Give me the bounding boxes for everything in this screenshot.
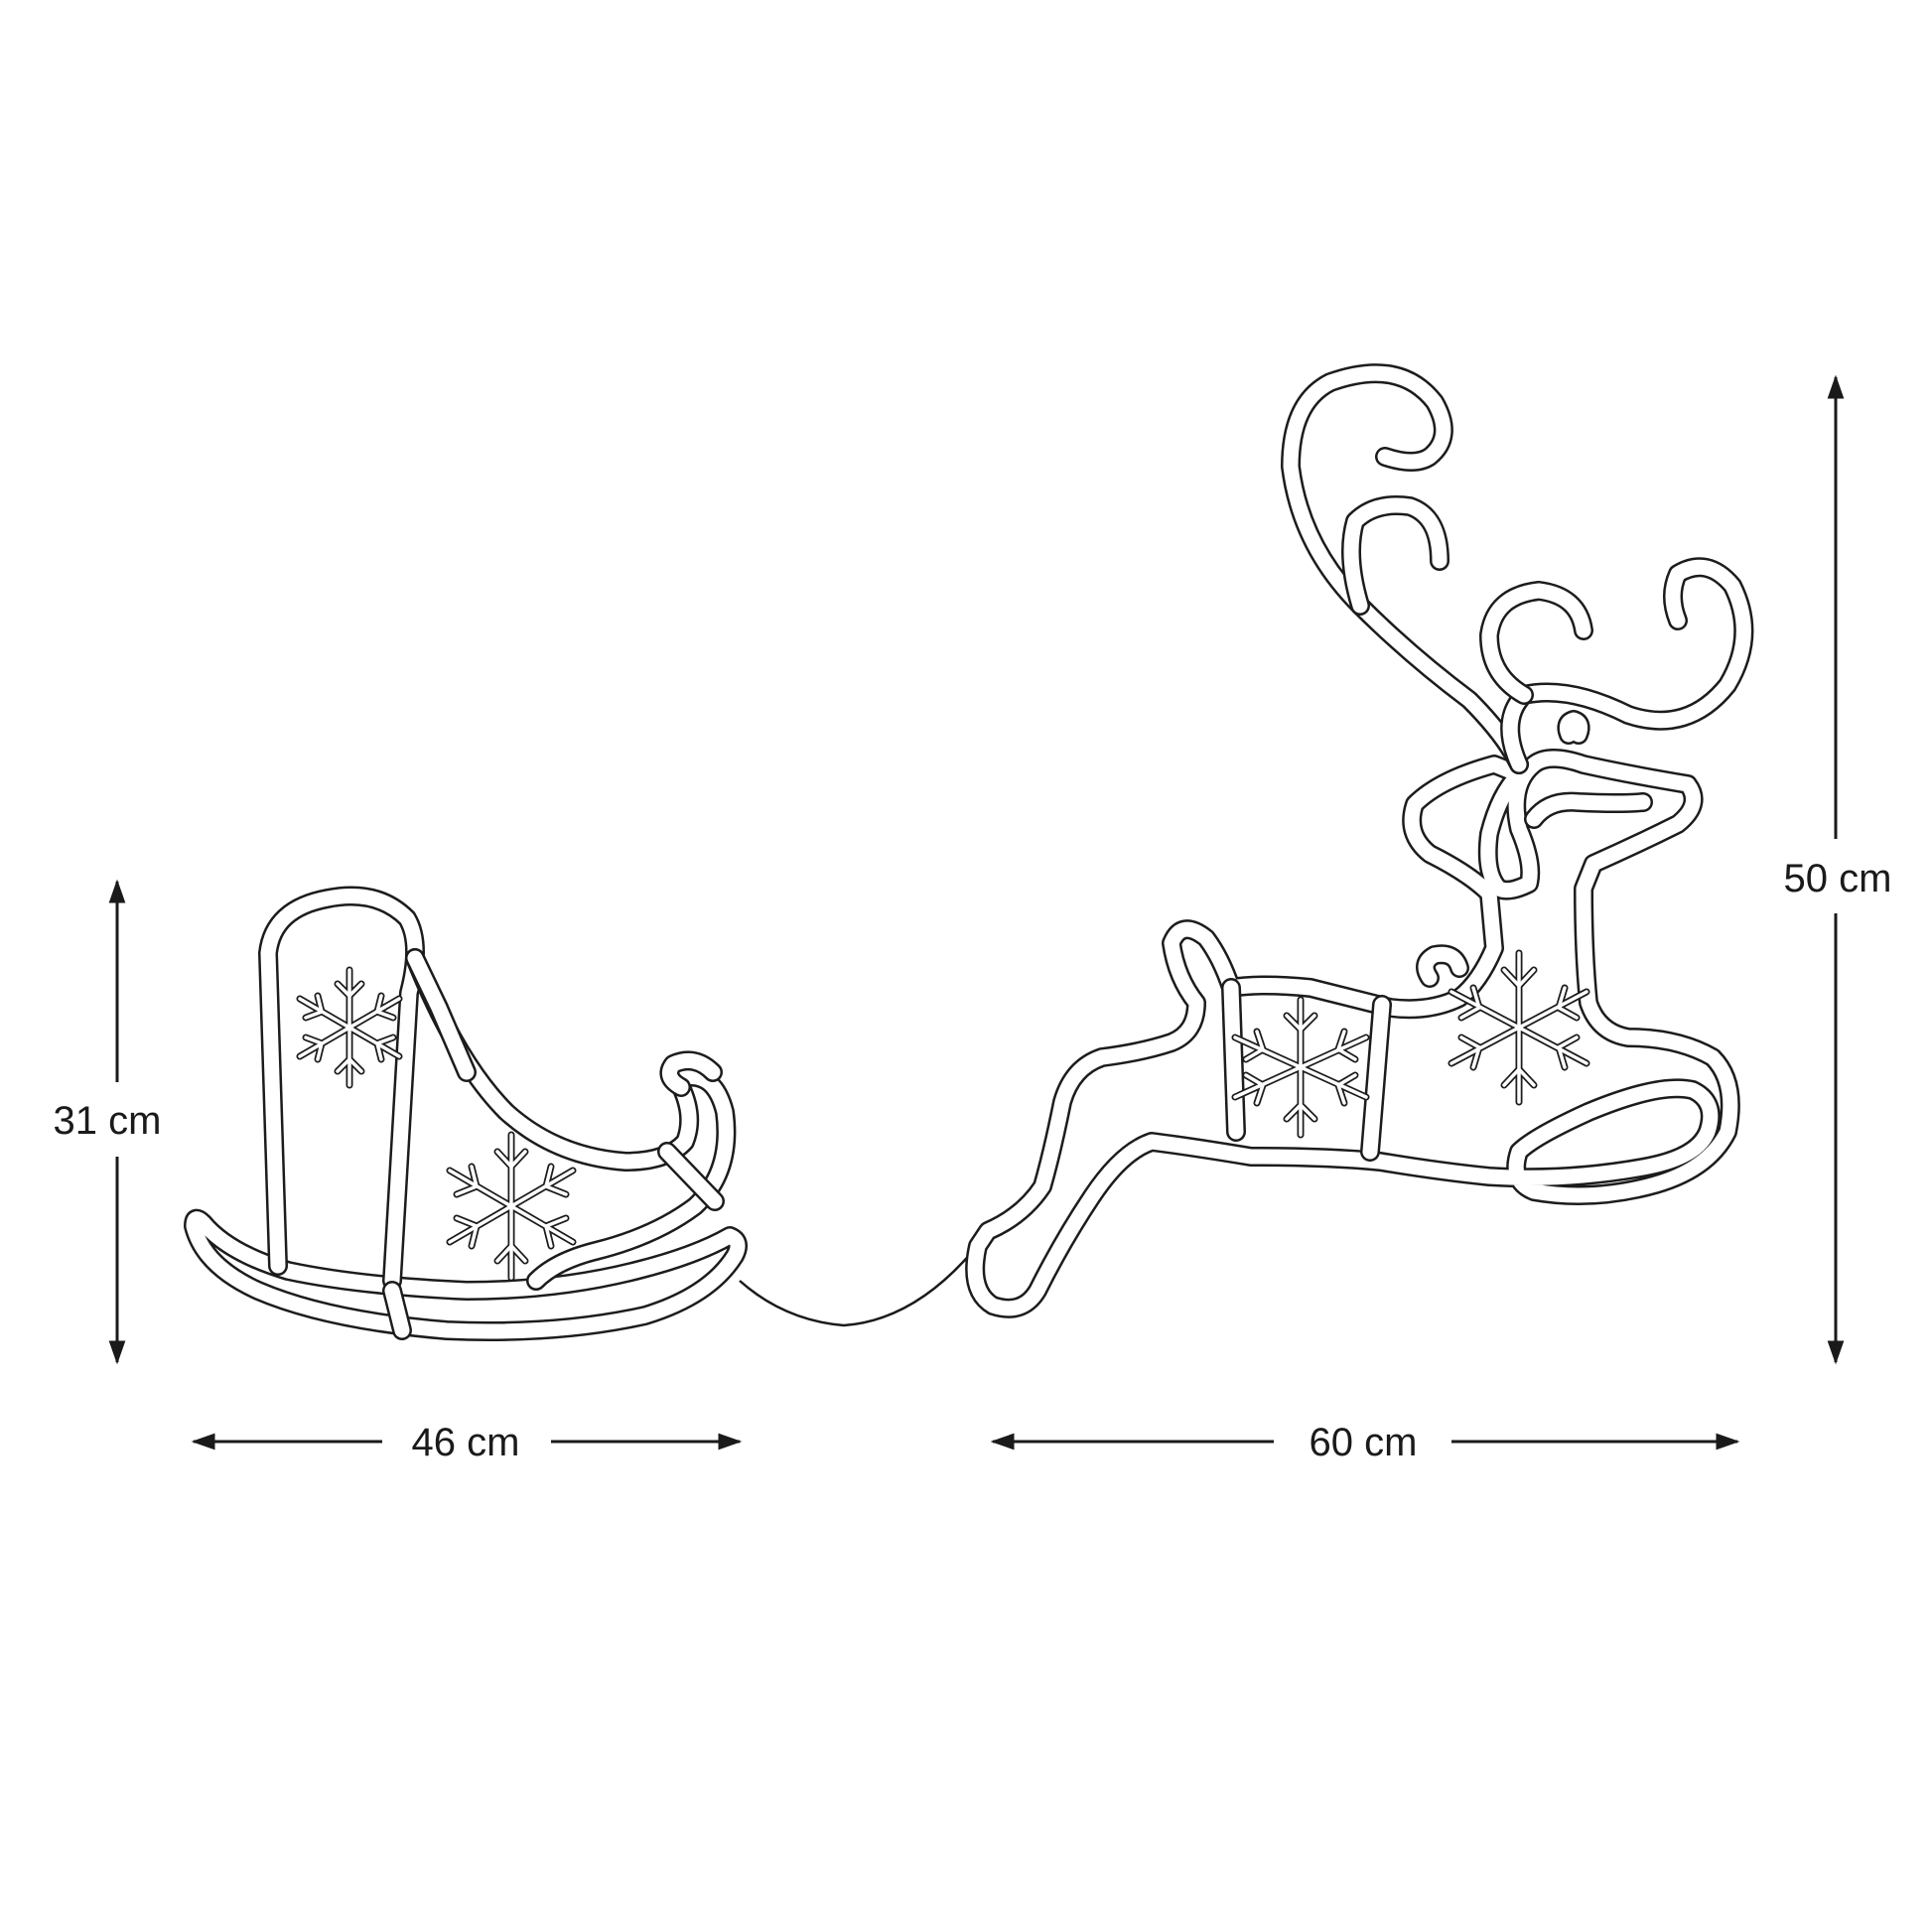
sleigh-outline — [184, 886, 748, 1341]
sleigh-body-snowflake — [446, 1131, 577, 1282]
reindeer-chest-snowflake — [1448, 949, 1590, 1106]
reindeer-width-label: 60 cm — [1310, 1421, 1418, 1464]
sleigh-width-dimension: 46 cm — [191, 1421, 743, 1464]
reindeer-body-snowflake — [1231, 996, 1370, 1139]
sleigh-back-snowflake — [296, 966, 403, 1089]
reindeer-illustration — [965, 363, 1754, 1318]
connecting-cable — [739, 1250, 974, 1327]
reindeer-height-label: 50 cm — [1784, 857, 1892, 900]
sleigh-height-label: 31 cm — [54, 1099, 162, 1143]
reindeer-width-dimension: 60 cm — [990, 1421, 1740, 1464]
sleigh-height-dimension: 31 cm — [54, 879, 162, 1365]
reindeer-outline — [965, 363, 1754, 1318]
sleigh-illustration — [184, 886, 748, 1341]
reindeer-height-dimension: 50 cm — [1784, 374, 1892, 1365]
sleigh-width-label: 46 cm — [412, 1421, 520, 1464]
